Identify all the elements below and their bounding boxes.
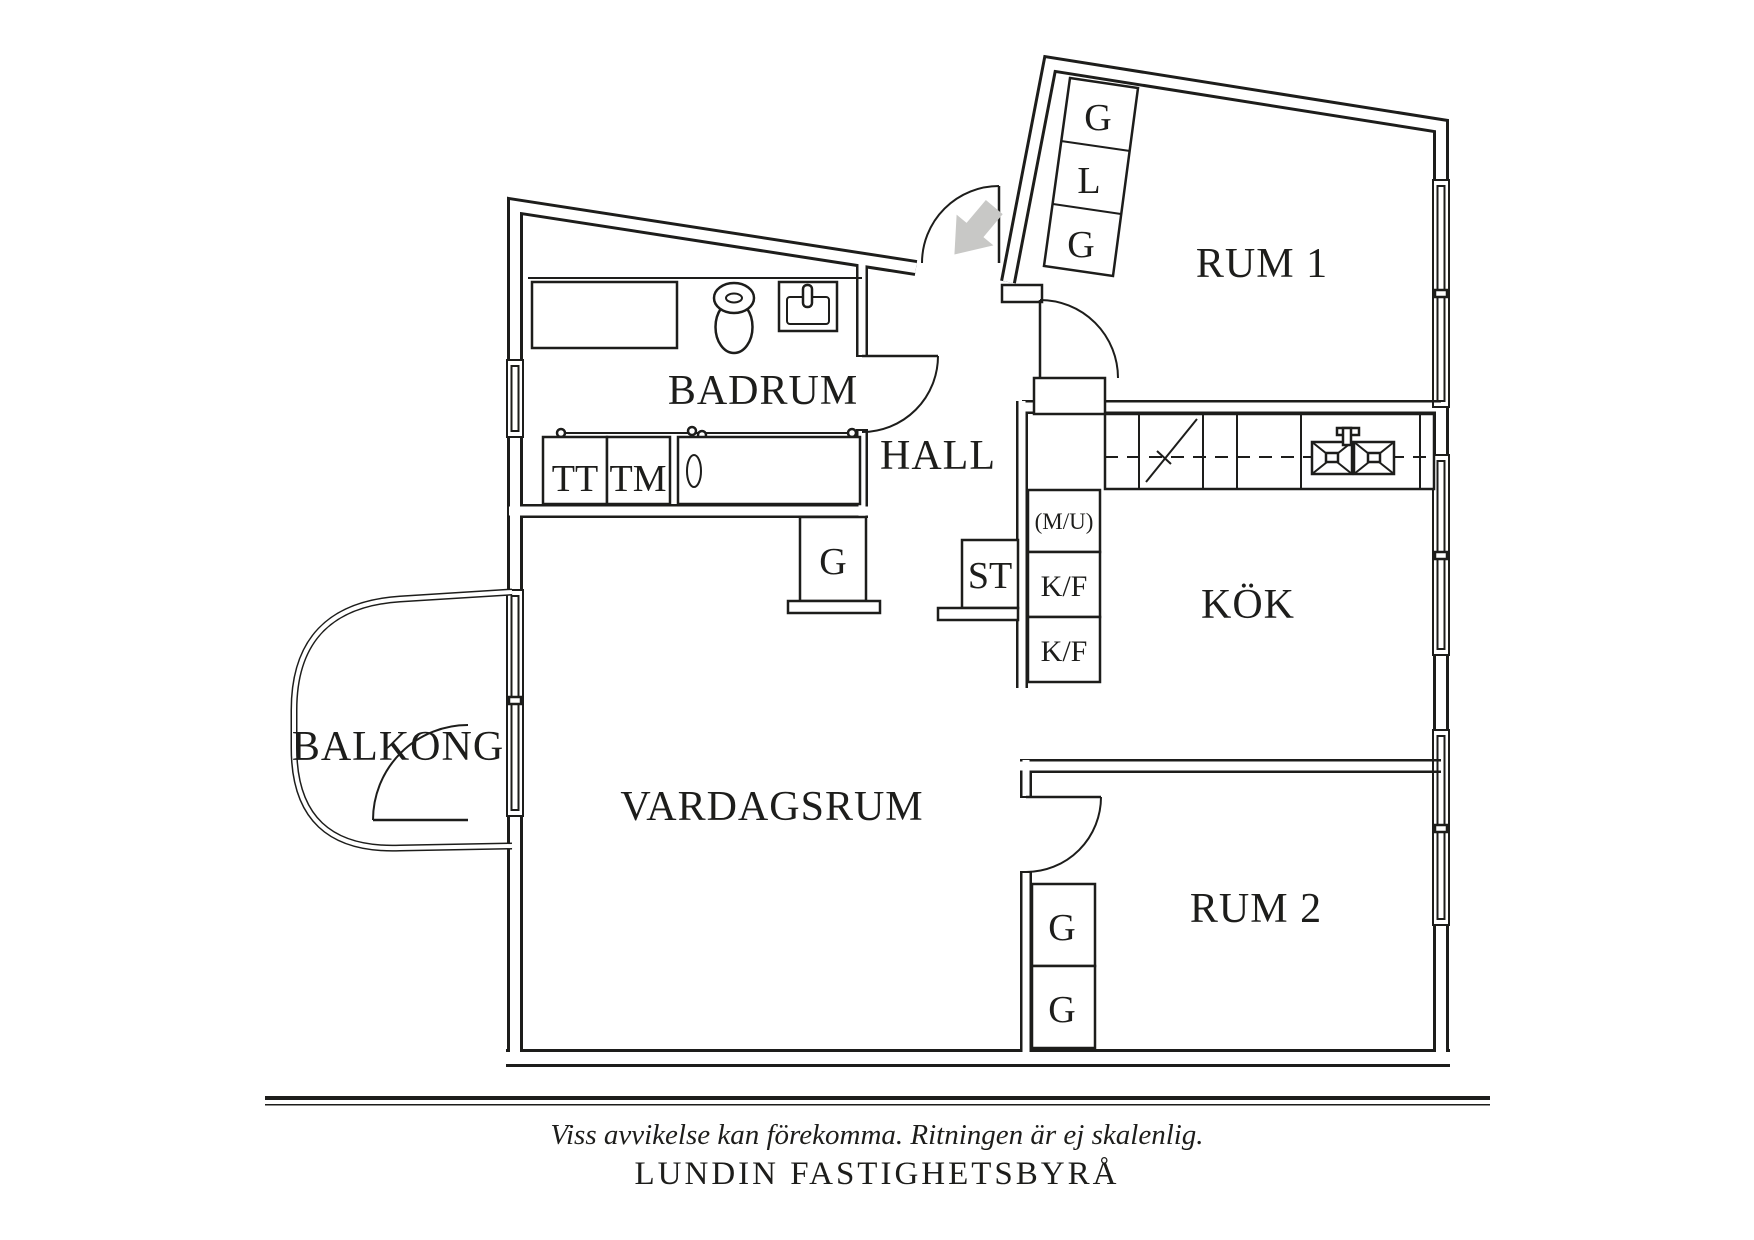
- interior-walls: [509, 258, 1441, 1058]
- room-label-hall: HALL: [880, 433, 996, 479]
- footer-rule: [265, 1096, 1490, 1100]
- closet-label-st: ST: [968, 555, 1012, 597]
- micro-oven-unit: [1026, 488, 1102, 554]
- kitchen-sink-icon: [1310, 426, 1396, 476]
- washer-box: [605, 435, 672, 506]
- entry-closets: [1042, 76, 1140, 278]
- rum1-door-wall-stub: [1032, 376, 1107, 416]
- entry-door: [921, 185, 1001, 264]
- entry-wall-jog: [1000, 283, 1044, 304]
- wall-cores: [506, 58, 1450, 1064]
- bathtub-icon: [676, 435, 862, 506]
- window-balcony: [506, 589, 524, 817]
- badrum-bench: [530, 280, 679, 350]
- dishwasher-symbol: [1145, 418, 1198, 483]
- room-label-kok: KÖK: [1201, 582, 1295, 628]
- entry-arrow-icon: [954, 199, 1003, 255]
- window-kok: [1432, 454, 1450, 656]
- doors: [372, 185, 1119, 873]
- rum2-door: [1020, 795, 1102, 873]
- closet-label-entry-l: L: [1077, 160, 1100, 202]
- fridge-freezer-lower: [1026, 615, 1102, 684]
- closet-label-entry-g2: G: [1067, 224, 1094, 266]
- closet-label-hall-g: G: [819, 541, 846, 583]
- rum1-door: [1038, 299, 1119, 379]
- label-kf-lower: K/F: [1041, 635, 1088, 668]
- hall-g-closet: [798, 515, 868, 603]
- label-kf-upper: K/F: [1041, 570, 1088, 603]
- kitchen-tall-units: [1026, 488, 1102, 684]
- balcony-door: [372, 724, 469, 822]
- rum2-g-closet-2: [1030, 964, 1097, 1050]
- room-label-vardagsrum: VARDAGSRUM: [620, 784, 923, 830]
- kitchen-counter: [1103, 412, 1436, 491]
- interior-wall-cores: [509, 258, 1441, 1058]
- rum2-g-closet-1: [1030, 882, 1097, 968]
- rum2-closets: [1030, 882, 1097, 1050]
- labels: RUM 1 BADRUM HALL KÖK BALKONG VARDAGSRUM…: [292, 97, 1328, 1031]
- label-tm: TM: [610, 458, 667, 500]
- footer: Viss avvikelse kan förekomma. Ritningen …: [265, 1096, 1490, 1192]
- windows: [506, 179, 1450, 926]
- closet-label-rum2-g1: G: [1048, 907, 1075, 949]
- st-closet: [960, 538, 1020, 610]
- closet-label-entry-g1: G: [1084, 97, 1111, 139]
- room-label-badrum: BADRUM: [668, 368, 858, 414]
- label-mu: (M/U): [1035, 509, 1094, 534]
- toilet-icon: [712, 281, 756, 355]
- window-left-upper: [506, 359, 524, 438]
- room-label-rum1: RUM 1: [1196, 241, 1328, 287]
- hall-closets: [786, 515, 1020, 622]
- balcony-railing: [290, 588, 513, 852]
- closet-label-rum2-g2: G: [1048, 989, 1075, 1031]
- window-rum2: [1432, 729, 1450, 926]
- label-tt: TT: [552, 458, 598, 500]
- sink-icon: [777, 280, 839, 333]
- fridge-freezer-upper: [1026, 550, 1102, 619]
- badrum-door: [856, 354, 939, 433]
- room-label-balkong: BALKONG: [292, 724, 504, 770]
- footer-agency: LUNDIN FASTIGHETSBYRÅ: [635, 1155, 1120, 1192]
- badrum-fixtures: [528, 277, 862, 506]
- window-rum1: [1432, 179, 1450, 408]
- dryer-box: [541, 435, 609, 506]
- room-label-rum2: RUM 2: [1190, 886, 1322, 932]
- footer-disclaimer: Viss avvikelse kan förekomma. Ritningen …: [550, 1119, 1203, 1151]
- footer-rule-thin: [265, 1104, 1490, 1106]
